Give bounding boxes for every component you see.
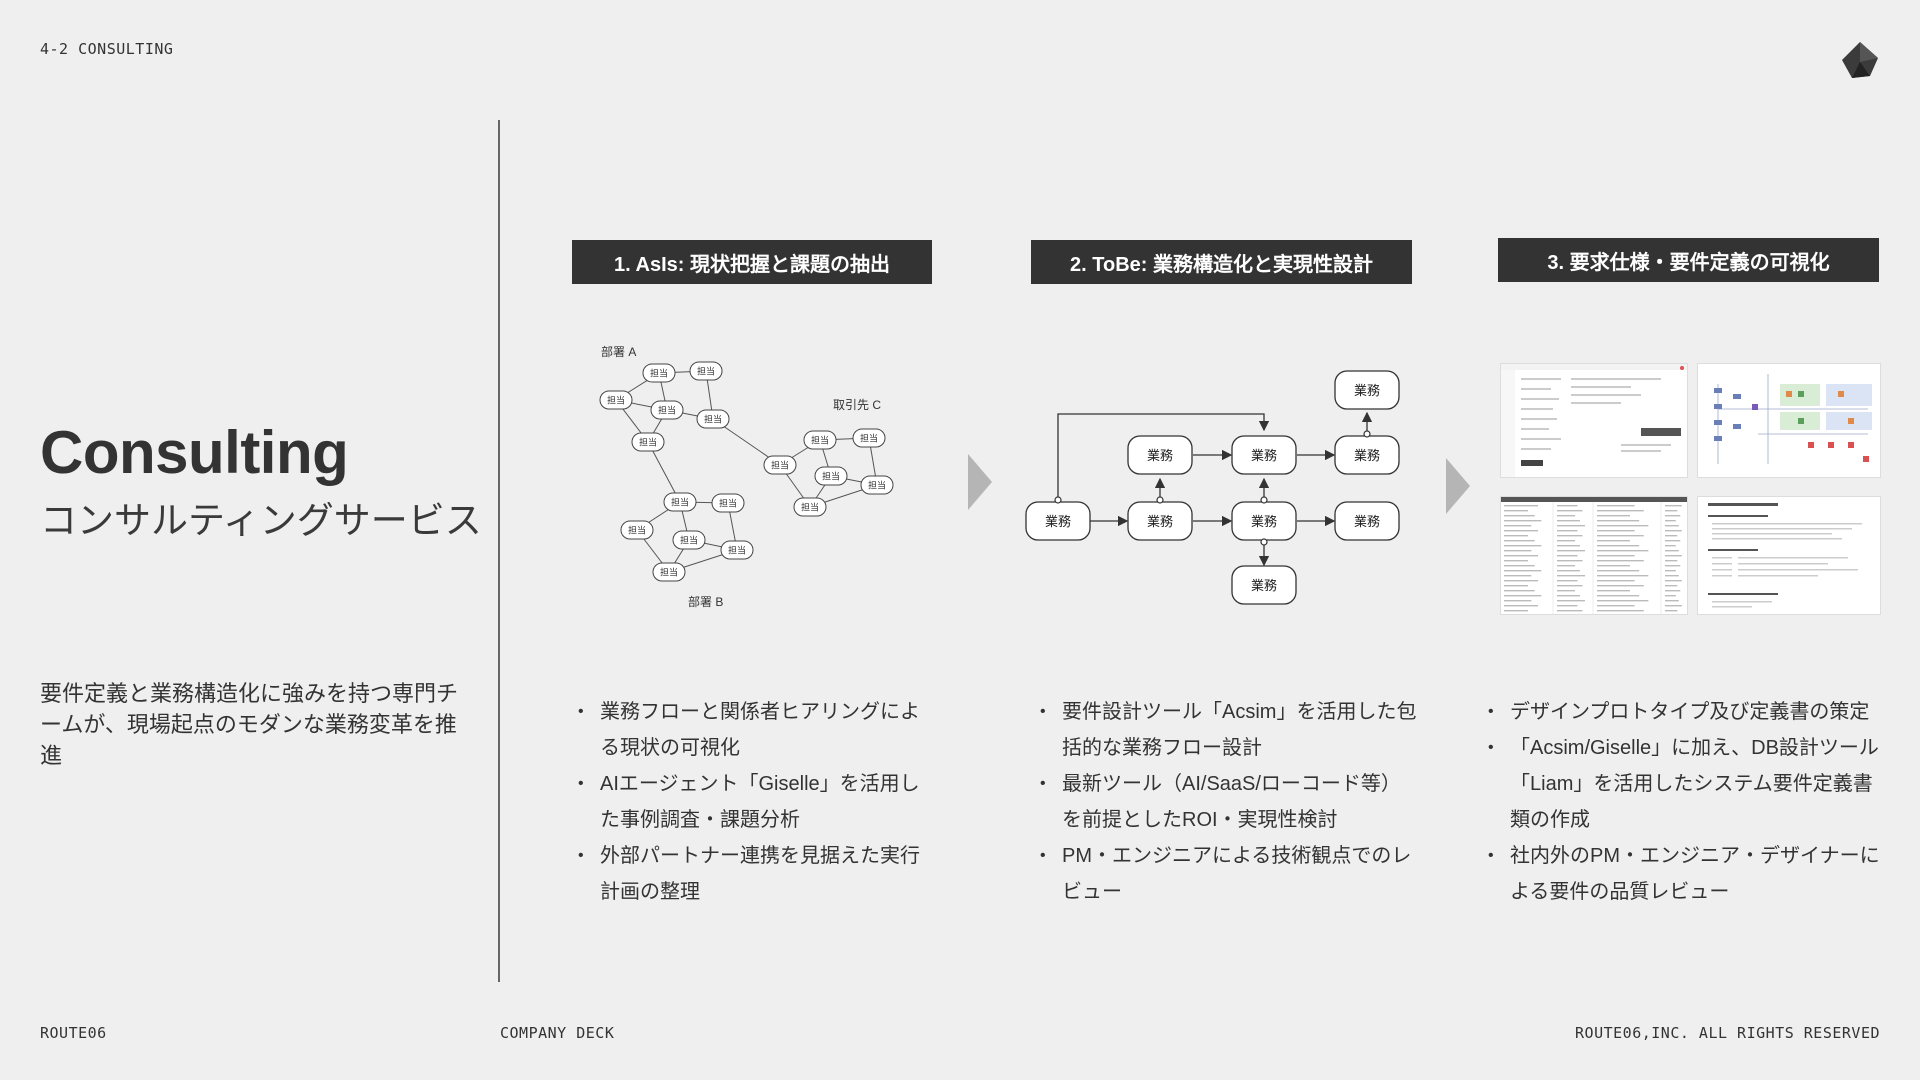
tobe-node-label: 業務: [1251, 514, 1277, 529]
asis-node-label: 担当: [607, 395, 625, 406]
asis-node: [696, 409, 730, 429]
asis-node-label: 担当: [822, 471, 840, 482]
step-2-title: 2. ToBe: 業務構造化と実現性設計: [1031, 240, 1412, 284]
asis-node: [642, 363, 676, 383]
dept-a-label: 部署 A: [601, 344, 636, 359]
prototype-screen-thumbnail: [1500, 363, 1688, 478]
asis-node-label: 担当: [771, 460, 789, 471]
asis-node: [852, 428, 886, 448]
partner-c-label: 取引先 C: [833, 398, 881, 412]
flow-design-thumbnail: [1697, 363, 1881, 478]
asis-node-label: 担当: [660, 567, 678, 578]
tobe-node-label: 業務: [1251, 578, 1277, 593]
requirements-document-thumbnail: [1697, 496, 1881, 615]
asis-node-label: 担当: [697, 366, 715, 377]
asis-node: [711, 493, 745, 513]
bullet-item: 要件設計ツール「Acsim」を活用した包括的な業務フロー設計: [1040, 694, 1420, 766]
tobe-flow-diagram: 業務業務業務業務業務業務業務業務業務: [1025, 370, 1400, 605]
asis-node: [720, 540, 754, 560]
bullet-item: 外部パートナー連携を見据えた実行計画の整理: [578, 838, 938, 910]
asis-node-label: 担当: [801, 502, 819, 513]
asis-node-label: 担当: [650, 368, 668, 379]
footer-copyright: ROUTE06,INC. ALL RIGHTS RESERVED: [1575, 1024, 1880, 1042]
tobe-node: [1231, 435, 1297, 475]
footer-company: ROUTE06: [40, 1024, 107, 1042]
asis-node: [763, 455, 797, 475]
company-logo-icon: [1842, 42, 1878, 78]
footer-deck-name: COMPANY DECK: [500, 1024, 615, 1042]
bullet-item: AIエージェント「Giselle」を活用した事例調査・課題分析: [578, 766, 938, 838]
bullet-item: PM・エンジニアによる技術観点でのレビュー: [1040, 838, 1420, 910]
asis-node-label: 担当: [860, 433, 878, 444]
tobe-node-label: 業務: [1354, 448, 1380, 463]
asis-node: [814, 466, 848, 486]
asis-node-label: 担当: [719, 498, 737, 509]
bullet-item: 最新ツール（AI/SaaS/ローコード等）を前提としたROI・実現性検討: [1040, 766, 1420, 838]
asis-node: [860, 475, 894, 495]
tobe-node-label: 業務: [1354, 383, 1380, 398]
chevron-right-icon: [968, 454, 992, 510]
asis-node-label: 担当: [671, 497, 689, 508]
tobe-node: [1127, 435, 1193, 475]
bullet-item: 業務フローと関係者ヒアリングによる現状の可視化: [578, 694, 938, 766]
step-1-bullets: 業務フローと関係者ヒアリングによる現状の可視化 AIエージェント「Giselle…: [578, 694, 938, 910]
tobe-node-label: 業務: [1045, 514, 1071, 529]
asis-node-label: 担当: [868, 480, 886, 491]
asis-node: [650, 400, 684, 420]
chevron-right-icon: [1446, 458, 1470, 514]
dept-b-label: 部署 B: [688, 594, 723, 609]
page-title: Consulting: [40, 419, 349, 486]
step-1-title: 1. AsIs: 現状把握と課題の抽出: [572, 240, 932, 284]
step-3-bullets: デザインプロトタイプ及び定義書の策定 「Acsim/Giselle」に加え、DB…: [1488, 694, 1888, 910]
asis-node: [620, 520, 654, 540]
asis-node: [663, 492, 697, 512]
step-2-bullets: 要件設計ツール「Acsim」を活用した包括的な業務フロー設計 最新ツール（AI/…: [1040, 694, 1420, 910]
step-3-title: 3. 要求仕様・要件定義の可視化: [1498, 238, 1879, 282]
bullet-item: 社内外のPM・エンジニア・デザイナーによる要件の品質レビュー: [1488, 838, 1888, 910]
asis-node: [672, 530, 706, 550]
tobe-node: [1231, 565, 1297, 605]
tobe-node-label: 業務: [1251, 448, 1277, 463]
tobe-node-label: 業務: [1354, 514, 1380, 529]
asis-node-label: 担当: [728, 545, 746, 556]
service-description: 要件定義と業務構造化に強みを持つ専門チームが、現場起点のモダンな業務変革を推進: [40, 681, 459, 768]
tobe-node-label: 業務: [1147, 514, 1173, 529]
asis-node-label: 担当: [811, 435, 829, 446]
asis-node-label: 担当: [680, 535, 698, 546]
tobe-node: [1334, 370, 1400, 410]
bullet-item: デザインプロトタイプ及び定義書の策定: [1488, 694, 1888, 730]
asis-node: [803, 430, 837, 450]
asis-node-label: 担当: [704, 414, 722, 425]
requirements-table-thumbnail: [1500, 496, 1688, 615]
asis-node: [631, 432, 665, 452]
section-label: 4-2 CONSULTING: [40, 40, 174, 58]
asis-node: [652, 562, 686, 582]
asis-node: [599, 390, 633, 410]
tobe-node-label: 業務: [1147, 448, 1173, 463]
vertical-divider: [498, 120, 500, 982]
asis-node-label: 担当: [658, 405, 676, 416]
asis-node-label: 担当: [628, 525, 646, 536]
page-subtitle: コンサルティングサービス: [40, 500, 482, 541]
bullet-item: 「Acsim/Giselle」に加え、DB設計ツール「Liam」を活用したシステ…: [1488, 730, 1888, 838]
asis-network-diagram: 担当担当担当担当担当担当担当担当担当担当担当担当担当担当担当担当担当担当 部署 …: [599, 344, 894, 609]
asis-node: [689, 361, 723, 381]
asis-node-label: 担当: [639, 437, 657, 448]
asis-node: [793, 497, 827, 517]
tobe-node: [1334, 501, 1400, 541]
